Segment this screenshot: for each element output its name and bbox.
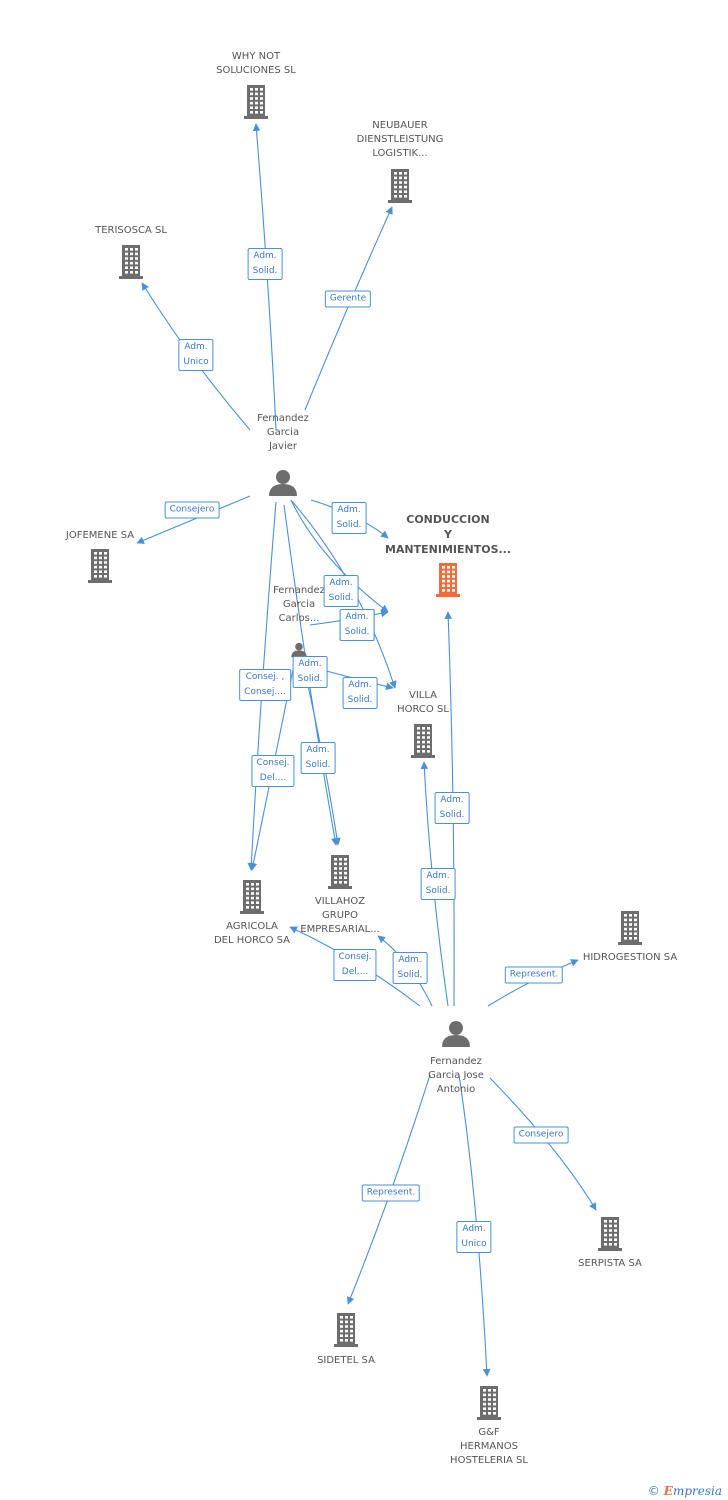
- edge-fg_javier-to-why_not: [252, 123, 277, 431]
- node-label-fg-javier[interactable]: Fernandez Garcia Javier: [257, 413, 309, 452]
- node-label-terisosca[interactable]: TERISOSCA SL: [95, 225, 167, 236]
- edge-label: Adm. Solid.: [300, 742, 336, 774]
- icons-layer: [88, 85, 642, 1420]
- building-icon[interactable]: [119, 245, 143, 279]
- person-icon[interactable]: [269, 470, 297, 496]
- edge-fg_javier-to-jofemene: [136, 495, 251, 544]
- node-label-why-not[interactable]: WHY NOT SOLUCIONES SL: [216, 51, 296, 76]
- edge-label: Adm. Solid.: [331, 502, 367, 534]
- node-label-hidrogestion[interactable]: HIDROGESTION SA: [582, 952, 678, 963]
- edge-label: Adm. Unico: [178, 339, 214, 371]
- node-label-conduccion[interactable]: CONDUCCION Y MANTENIMIENTOS...: [384, 513, 512, 556]
- edge-label: Adm. Solid.: [339, 609, 375, 641]
- building-icon[interactable]: [477, 1386, 501, 1420]
- node-label-fg-jose[interactable]: Fernandez Garcia Jose Antonio: [428, 1056, 484, 1095]
- copyright-symbol: ©: [647, 1484, 660, 1498]
- node-label-neubauer[interactable]: NEUBAUER DIENSTLEISTUNG LOGISTIK...: [356, 120, 444, 159]
- node-label-jofemene[interactable]: JOFEMENE SA: [65, 530, 135, 541]
- building-icon[interactable]: [240, 880, 264, 914]
- edge-label: Adm. Solid.: [434, 792, 470, 824]
- building-icon[interactable]: [244, 85, 268, 119]
- edge-label: Consej. , Consej....: [239, 669, 291, 701]
- edge-label: Consej. Del....: [333, 949, 377, 981]
- building-icon[interactable]: [618, 911, 642, 945]
- edge-fg_javier-to-neubauer: [304, 206, 393, 411]
- edge-label: Adm. Solid.: [342, 677, 378, 709]
- node-label-serpista[interactable]: SERPISTA SA: [578, 1258, 642, 1269]
- building-icon[interactable]: [388, 169, 412, 203]
- node-label-sidetel[interactable]: SIDETEL SA: [317, 1355, 375, 1366]
- edge-label: Consejero: [164, 501, 220, 519]
- logo-text: mpresia: [672, 1484, 722, 1498]
- edge-label: Consej. Del....: [251, 755, 295, 787]
- edge-label: Adm. Solid.: [392, 952, 428, 984]
- building-icon[interactable]: [334, 1313, 358, 1347]
- node-label-villahoz[interactable]: VILLAHOZ GRUPO EMPRESARIAL...: [300, 896, 380, 935]
- edge-fg_jose-to-serpista: [489, 1077, 597, 1211]
- edge-label: Adm. Solid.: [420, 868, 456, 900]
- edge-fg_javier-to-conduccion: [290, 499, 389, 613]
- node-label-gf[interactable]: G&F HERMANOS HOSTELERIA SL: [450, 1427, 528, 1466]
- building-icon[interactable]: [598, 1217, 622, 1251]
- edge-label: Represent.: [361, 1184, 421, 1202]
- edge-label: Adm. Solid.: [323, 575, 359, 607]
- edge-label: Represent.: [504, 966, 564, 984]
- edge-label: Gerente: [324, 290, 372, 308]
- building-icon[interactable]: [436, 563, 460, 597]
- node-label-fg-carlos[interactable]: Fernandez Garcia Carlos...: [273, 585, 325, 624]
- edge-label: Adm. Unico: [456, 1221, 492, 1253]
- person-icon[interactable]: [442, 1021, 470, 1047]
- building-icon[interactable]: [88, 549, 112, 583]
- logo-e: E: [663, 1484, 673, 1498]
- building-icon[interactable]: [411, 724, 435, 758]
- building-icon[interactable]: [328, 855, 352, 889]
- edge-label: Adm. Solid.: [292, 656, 328, 688]
- person-icon[interactable]: [291, 642, 307, 658]
- node-label-villa-horco[interactable]: VILLA HORCO SL: [397, 690, 449, 715]
- node-label-agricola[interactable]: AGRICOLA DEL HORCO SA: [213, 921, 290, 946]
- edge-label: Consejero: [513, 1126, 569, 1144]
- edge-label: Adm. Solid.: [247, 248, 283, 280]
- empresia-logo: ©Empresia: [648, 1484, 722, 1498]
- edge-fg_jose-to-gf: [458, 1074, 491, 1377]
